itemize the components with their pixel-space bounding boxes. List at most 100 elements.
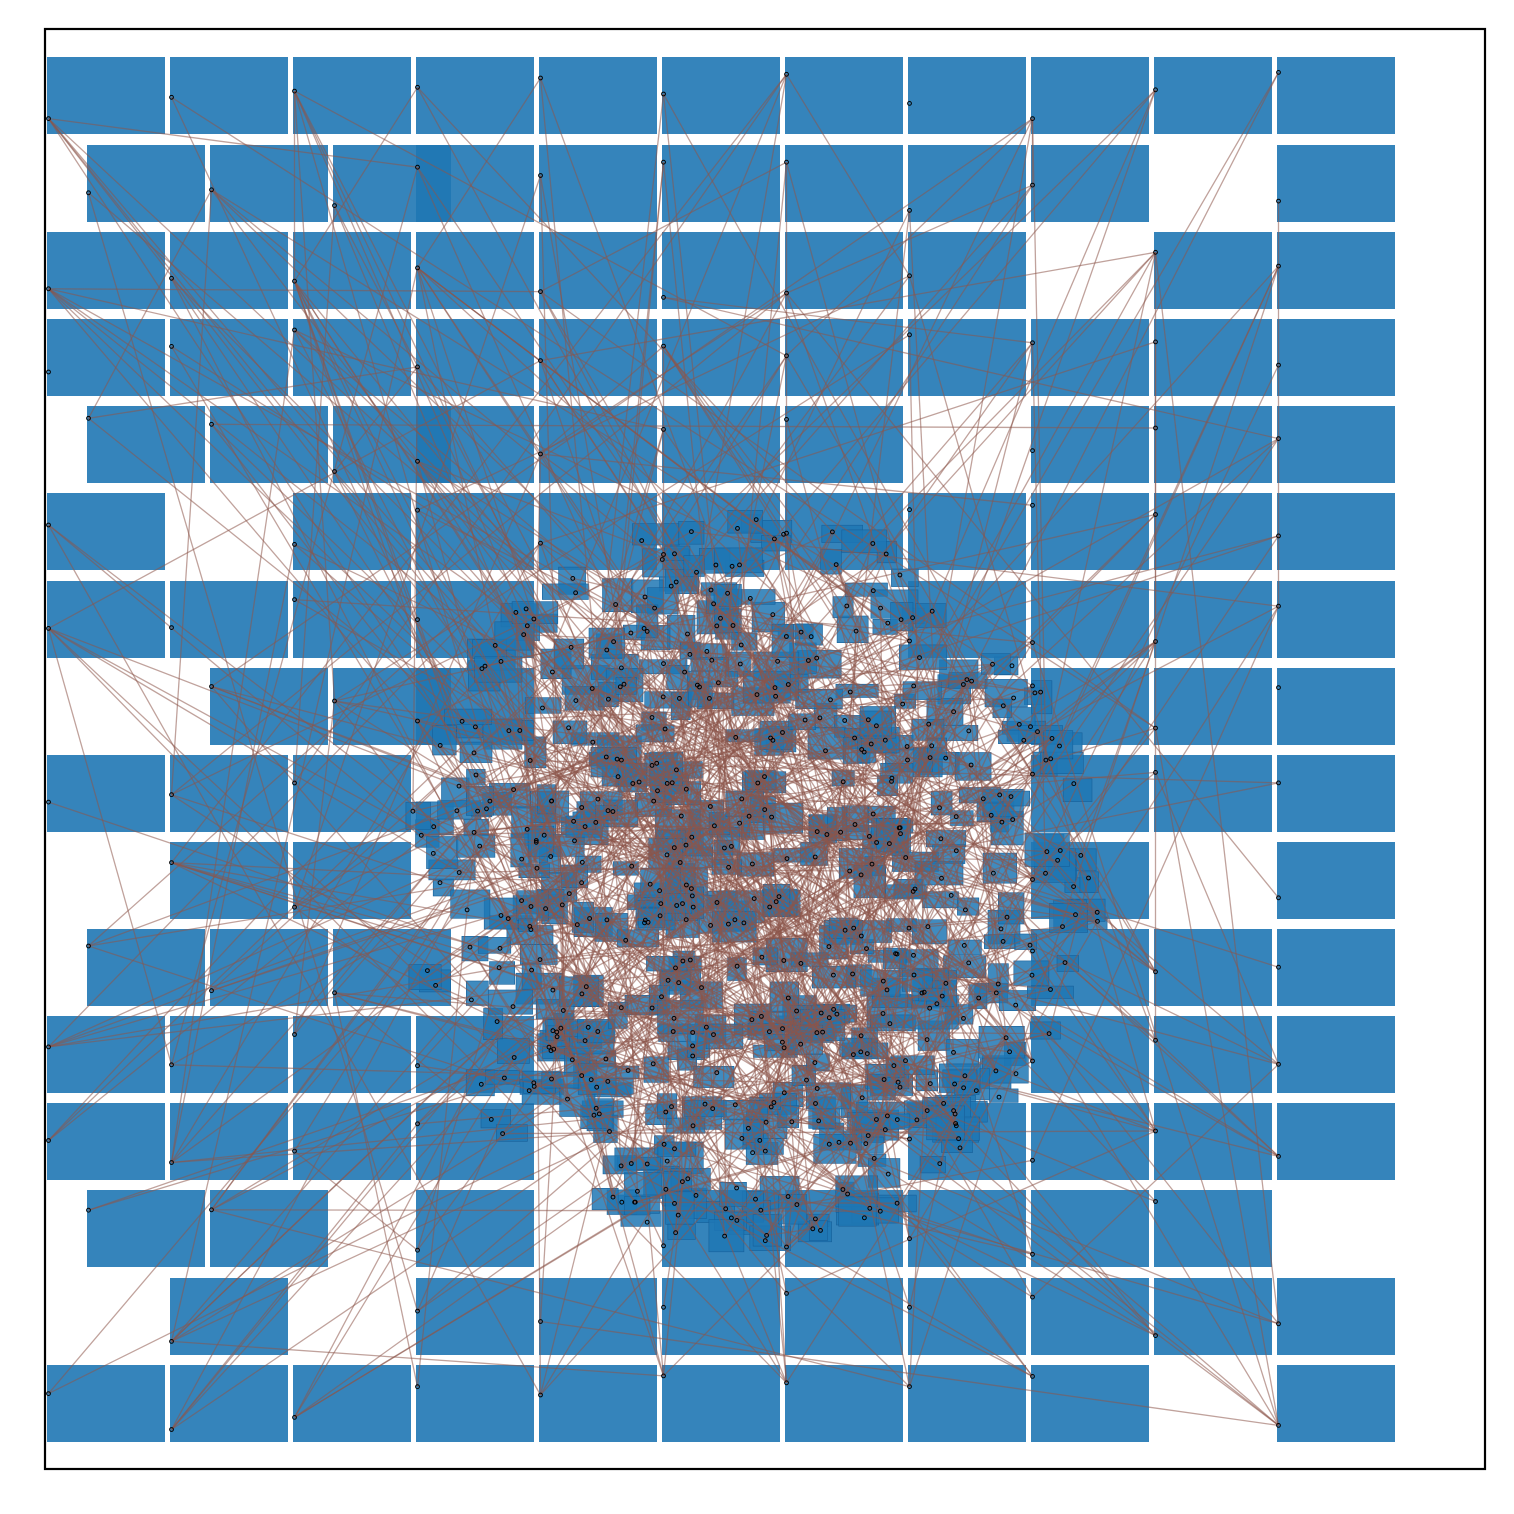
node-anchor [636,779,642,785]
graph-edge [294,756,607,908]
node-anchor [550,669,555,675]
graph-edge [170,189,213,795]
node-anchor [870,588,876,594]
graph-edge [293,280,531,927]
graph-edge [479,818,1013,847]
graph-edge [1154,252,1280,1324]
node-anchor [1276,964,1281,970]
node-anchor [661,427,666,432]
node-anchor [500,1131,506,1136]
graph-edge [646,533,784,632]
node-anchor [579,805,585,810]
graph-edge [494,644,753,865]
graph-edge [293,700,336,1035]
node-anchor [1276,436,1281,442]
graph-edge [1048,877,1090,1034]
node-anchor [993,990,999,996]
graph-edge [676,769,942,879]
node-anchor [929,608,935,614]
node-anchor [1013,1071,1019,1077]
node-anchor [894,1200,900,1206]
node-anchor [415,718,420,724]
node-anchor [826,1141,832,1147]
graph-edge [891,711,955,782]
node-anchor [437,743,443,748]
node-anchor [951,1050,956,1055]
node-anchor [571,818,576,824]
node-anchor [1153,969,1158,975]
node-anchor [568,644,574,650]
node-anchor [704,1024,709,1030]
graph-edge [334,992,492,1120]
node-anchor [456,870,462,875]
node-anchor [784,290,789,296]
node-anchor [607,1129,612,1134]
graph-edge [556,622,889,1038]
node-anchor [650,1061,656,1067]
node-anchor [433,983,439,988]
graph-edge [210,423,528,830]
node-box [170,755,288,832]
graph-edge [846,719,869,1195]
node-box [908,57,1026,134]
node-anchor [683,842,689,848]
graph-edge [171,825,715,1342]
node-anchor [689,529,694,534]
node-anchor [644,1161,650,1167]
graph-edge [293,280,714,1109]
graph-edge [768,817,773,1032]
node-anchor [714,623,720,629]
graph-edge [529,925,814,1230]
node-anchor [680,1179,685,1184]
graph-edge [416,461,665,1377]
graph-edge [553,93,665,1050]
node-anchor [834,1011,840,1017]
node-anchor [907,208,912,213]
node-box [662,319,780,396]
graph-edge [210,275,911,1211]
node-anchor [671,1015,677,1021]
graph-edge [1031,342,1047,874]
node-anchor [1153,1199,1158,1204]
node-anchor [780,1026,785,1031]
node-anchor [425,968,430,973]
graph-edge [88,192,873,865]
node-anchor [852,822,858,827]
graph-edge [293,91,336,702]
node-anchor [1153,425,1158,431]
node-anchor [1153,725,1158,731]
graph-edge [540,1320,1279,1427]
graph-edge [761,72,1280,958]
node-anchor [871,1156,877,1161]
node-anchor [842,927,848,933]
node-anchor [498,659,504,664]
node-anchor [169,625,174,630]
node-anchor [956,1136,961,1142]
graph-edge [171,1340,664,1377]
node-anchor [840,1187,846,1192]
node-anchor [897,1084,903,1090]
graph-edge [417,267,910,642]
node-anchor [937,805,942,811]
node-anchor [789,1119,795,1125]
node-anchor [685,1176,691,1182]
node-anchor [169,1339,174,1344]
graph-edge [334,334,910,702]
node-anchor [573,698,579,703]
node-anchor [519,856,525,862]
node-anchor [482,663,488,669]
graph-edge [872,590,1011,1052]
graph-edge [477,810,677,1233]
node-anchor [885,620,891,626]
node-anchor [775,658,780,664]
node-anchor [635,1188,640,1194]
node-anchor [722,1233,727,1239]
node-anchor [1276,1321,1281,1327]
graph-edge [416,811,479,1387]
node-anchor [826,1015,832,1021]
node-anchor [332,469,337,474]
graph-edge [586,986,862,1037]
graph-edge [171,184,1033,1163]
node-anchor [1153,1128,1158,1134]
node-anchor [169,860,174,865]
